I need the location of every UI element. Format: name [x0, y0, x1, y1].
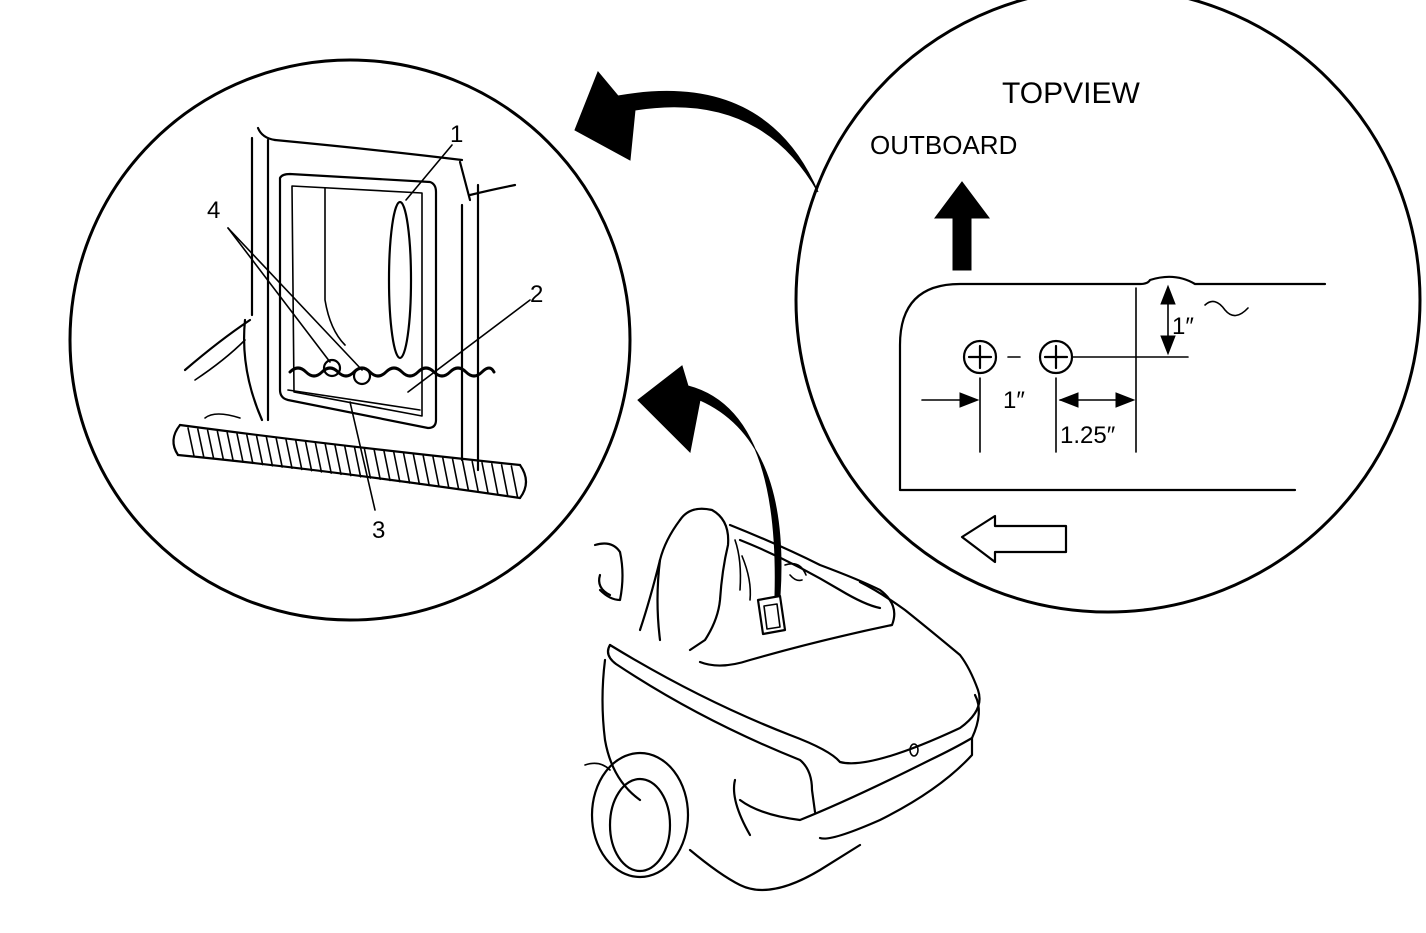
hose-rib [363, 447, 372, 479]
hose-rib [461, 459, 470, 492]
hose-rib [236, 432, 244, 463]
hose-rib [255, 435, 264, 466]
hole-right [1038, 339, 1074, 375]
hose-rib [412, 453, 421, 485]
hose-rib [304, 441, 313, 472]
hose-rib [265, 436, 274, 467]
ribbed-hose [172, 423, 528, 500]
hose-rib [393, 451, 401, 483]
hose-rib [500, 464, 509, 496]
hose-rib [471, 460, 479, 493]
hose-rib [432, 456, 440, 488]
curved-arrow-lower [637, 365, 782, 597]
hole-left [962, 339, 998, 375]
hose-rib [491, 462, 499, 495]
curved-arrow-upper [574, 71, 819, 193]
hose-rib [383, 450, 391, 482]
outboard-label: OUTBOARD [870, 130, 1017, 160]
panel-outline [898, 275, 1327, 492]
hose-rib [314, 442, 323, 473]
top-view-title: TOPVIEW [1002, 77, 1140, 110]
bump-left [322, 358, 342, 378]
hose-rib [197, 428, 205, 459]
hose-rib [275, 437, 283, 468]
callout-3: 3 [372, 517, 385, 544]
top-view: TOPVIEW OUTBOARD 1″ 1.25″ [794, 0, 1422, 614]
forward-arrow [960, 514, 1068, 564]
detail-view: 1 2 3 4 [68, 58, 632, 622]
dim-edge-offset: 1.25″ [1060, 422, 1116, 449]
hose-rib [422, 454, 430, 487]
callout-1: 1 [450, 121, 463, 148]
bump-right [352, 366, 372, 386]
leader-lines [227, 144, 531, 511]
hose-rib [324, 443, 332, 474]
hose-rib [187, 427, 195, 457]
hose-rib [451, 458, 460, 490]
hose-rib [481, 461, 489, 494]
hose-rib [206, 429, 215, 460]
callout-4: 4 [207, 197, 220, 224]
hose-rib [285, 438, 293, 470]
hose-rib [334, 444, 342, 476]
hose-rib [246, 434, 254, 465]
trunk-panel [183, 126, 517, 472]
hose-rib [353, 446, 362, 478]
outboard-arrow [934, 181, 990, 271]
oval-slot [387, 200, 413, 360]
hose-rib [510, 465, 519, 498]
dim-hole-spacing: 1″ [1003, 387, 1025, 414]
car-rear-view [584, 507, 981, 892]
rear-wheel [590, 751, 690, 879]
hose-rib [442, 457, 450, 489]
hose-rib [373, 449, 381, 481]
dim-inboard-offset: 1″ [1172, 313, 1194, 340]
hose-rib [344, 445, 352, 477]
detail-view-circle [68, 58, 632, 622]
top-view-circle [794, 0, 1422, 614]
hose-rib [402, 452, 411, 484]
wavy-strip [288, 366, 496, 378]
hose-rib [295, 439, 303, 471]
hose-rib [216, 430, 225, 461]
callout-2: 2 [530, 281, 543, 308]
hose-rib [226, 431, 234, 462]
